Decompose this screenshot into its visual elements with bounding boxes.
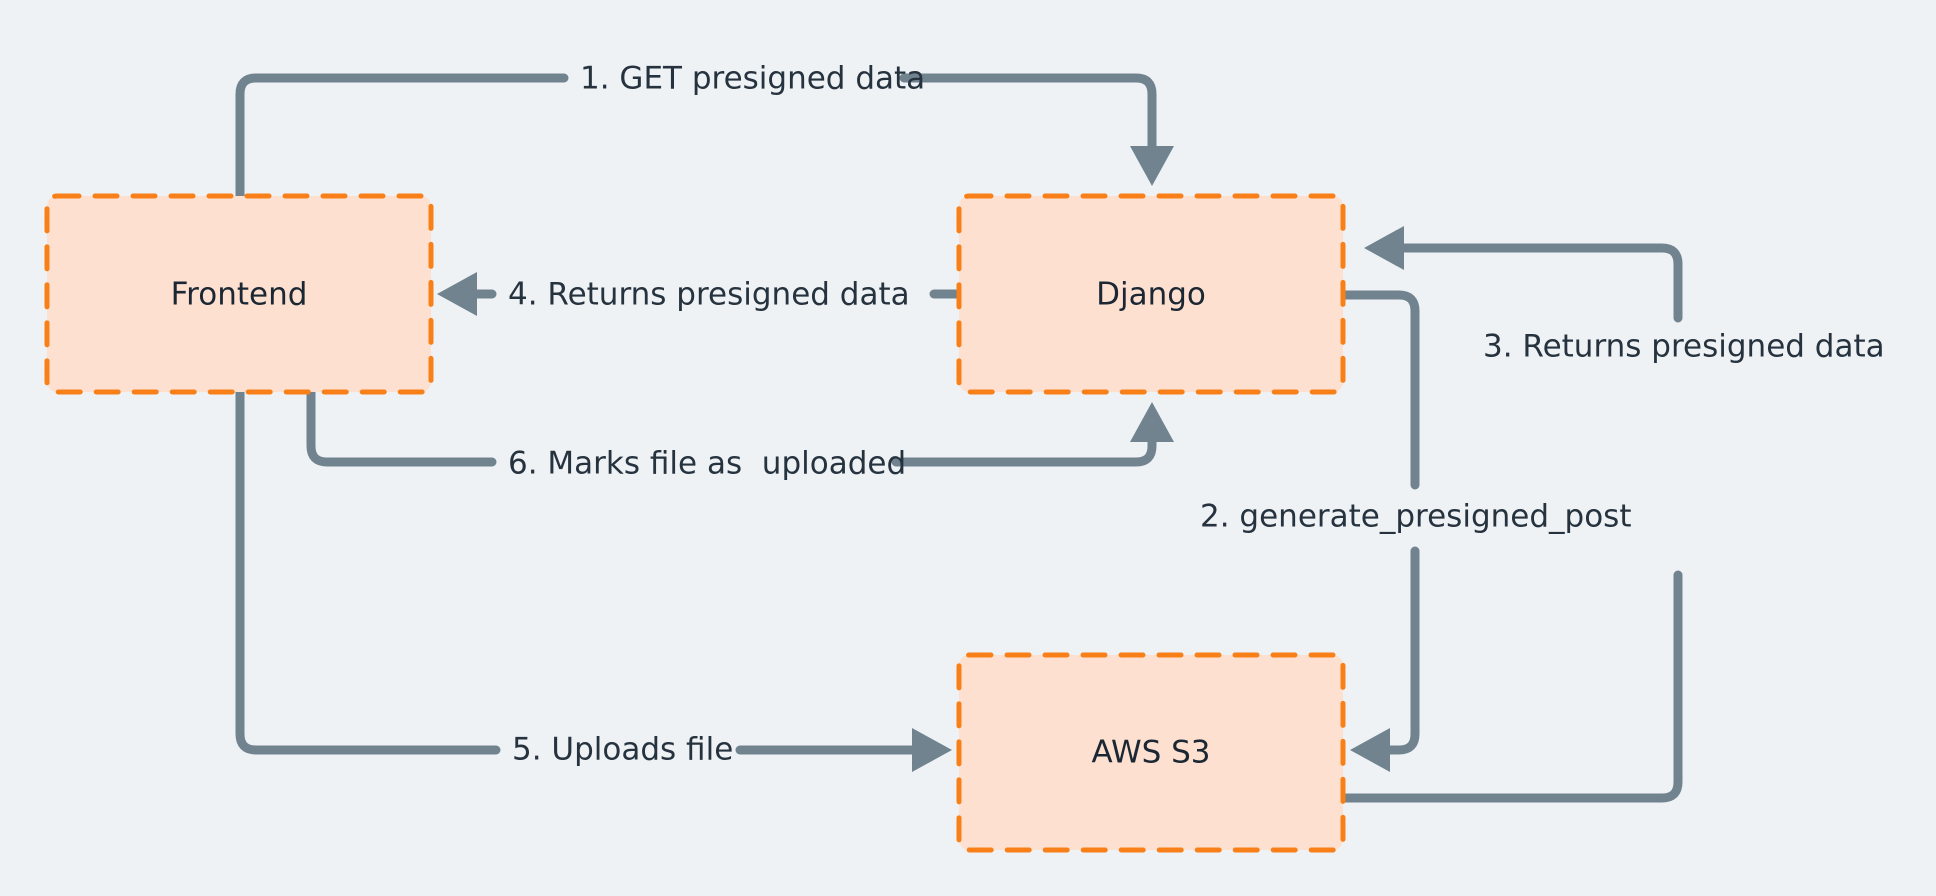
node-frontend[interactable]: Frontend	[44, 193, 434, 395]
edge-3-path-top	[1393, 243, 1683, 323]
edge-4-label: 4. Returns presigned data	[508, 277, 910, 313]
edge-1-label: 1. GET presigned data	[580, 61, 925, 97]
edge-2-path-lower	[1380, 546, 1420, 755]
node-django-box[interactable]	[956, 193, 1346, 395]
edge-4-returns-presigned-data: 4. Returns presigned data	[437, 272, 964, 316]
node-frontend-label: Frontend	[171, 277, 308, 313]
node-frontend-box[interactable]	[44, 193, 434, 395]
edge-1-get-presigned-data: 1. GET presigned data	[235, 61, 1174, 201]
edge-3-path-bottom	[1338, 570, 1683, 803]
edge-1-path-right	[899, 73, 1157, 157]
node-aws-s3-box[interactable]	[956, 652, 1346, 853]
edge-5-label: 5. Uploads file	[512, 732, 733, 768]
edge-6-marks-file-as-uploaded: 6. Marks file as uploaded	[306, 387, 1174, 482]
edge-1-path	[235, 73, 569, 201]
edge-5-uploads-file: 5. Uploads file	[235, 387, 952, 772]
edge-3-label: 3. Returns presigned data	[1483, 329, 1885, 365]
edge-6-path-right	[891, 431, 1157, 467]
edge-2-arrowhead	[1350, 728, 1390, 772]
node-aws-s3-label: AWS S3	[1091, 735, 1210, 771]
edge-3-returns-presigned-data: 3. Returns presigned data	[1338, 226, 1885, 803]
edge-1-arrowhead	[1130, 146, 1174, 186]
edge-6-path-left	[306, 387, 497, 467]
edge-5-path-left	[235, 387, 501, 755]
edge-2-path	[1338, 290, 1420, 490]
edge-2-label: 2. generate_presigned_post	[1200, 499, 1631, 535]
node-django-label: Django	[1096, 277, 1206, 313]
edge-4-arrowhead	[437, 272, 477, 316]
edge-2-generate-presigned-post: 2. generate_presigned_post	[1200, 290, 1631, 772]
node-aws-s3[interactable]: AWS S3	[956, 652, 1346, 853]
edge-5-arrowhead	[912, 728, 952, 772]
edge-6-label: 6. Marks file as uploaded	[508, 446, 906, 482]
edge-6-arrowhead	[1130, 402, 1174, 442]
node-django[interactable]: Django	[956, 193, 1346, 395]
edge-3-arrowhead	[1364, 226, 1404, 270]
